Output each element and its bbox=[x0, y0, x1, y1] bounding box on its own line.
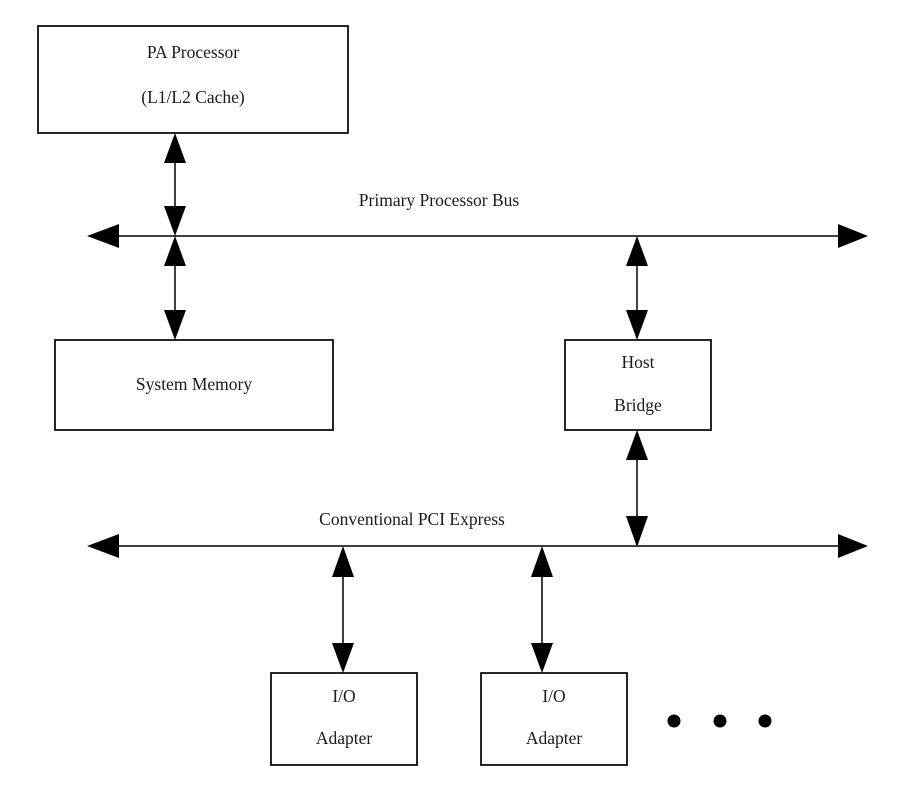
ellipsis-dot-2 bbox=[713, 714, 727, 728]
ellipsis-dot-1 bbox=[667, 714, 681, 728]
connector-pci-bus-to-io-adapter-1 bbox=[332, 546, 354, 673]
io-adapter-1-label-line1: I/O bbox=[332, 686, 355, 706]
system-memory-box[interactable] bbox=[54, 339, 334, 431]
arrow-head-up bbox=[626, 236, 648, 266]
arrow-head-down bbox=[531, 643, 553, 673]
primary-bus-arrow-left bbox=[87, 224, 119, 248]
pa-processor-label-line2: (L1/L2 Cache) bbox=[141, 87, 245, 107]
more-adapters-ellipsis bbox=[667, 714, 772, 728]
node-host-bridge[interactable]: Host Bridge bbox=[564, 339, 712, 431]
primary-processor-bus-label: Primary Processor Bus bbox=[359, 190, 520, 210]
arrow-head-down bbox=[164, 206, 186, 236]
pci-bus-arrow-left bbox=[87, 534, 119, 558]
system-memory-label: System Memory bbox=[136, 374, 252, 394]
ellipsis-dot-3 bbox=[758, 714, 772, 728]
arrow-head-down bbox=[626, 516, 648, 547]
connector-pci-bus-to-io-adapter-2 bbox=[531, 546, 553, 673]
pci-express-bus-label: Conventional PCI Express bbox=[319, 509, 505, 529]
node-pa-processor[interactable]: PA Processor (L1/L2 Cache) bbox=[37, 25, 349, 134]
connector-host-bridge-to-pci-bus bbox=[626, 430, 648, 547]
arrow-head-up bbox=[332, 546, 354, 577]
arrow-head-up bbox=[626, 430, 648, 460]
node-io-adapter-1[interactable]: I/O Adapter bbox=[270, 672, 418, 766]
host-bridge-label-line1: Host bbox=[621, 352, 654, 372]
node-system-memory[interactable]: System Memory bbox=[54, 339, 334, 431]
arrow-head-up bbox=[164, 236, 186, 266]
arrow-head-up bbox=[531, 546, 553, 577]
pci-bus-arrow-right bbox=[838, 534, 868, 558]
io-adapter-1-box[interactable] bbox=[270, 672, 418, 766]
bus-pci-express[interactable]: Conventional PCI Express bbox=[87, 509, 868, 558]
node-io-adapter-2[interactable]: I/O Adapter bbox=[480, 672, 628, 766]
io-adapter-2-box[interactable] bbox=[480, 672, 628, 766]
host-bridge-label-line2: Bridge bbox=[614, 395, 662, 415]
host-bridge-box[interactable] bbox=[564, 339, 712, 431]
arrow-head-up bbox=[164, 133, 186, 163]
connector-primary-bus-to-system-memory bbox=[164, 236, 186, 340]
arrow-head-down bbox=[626, 310, 648, 340]
primary-bus-arrow-right bbox=[838, 224, 868, 248]
connector-processor-to-primary-bus bbox=[164, 133, 186, 236]
io-adapter-2-label-line1: I/O bbox=[542, 686, 565, 706]
arrow-head-down bbox=[164, 310, 186, 340]
pa-processor-box[interactable] bbox=[37, 25, 349, 134]
bus-primary-processor[interactable]: Primary Processor Bus bbox=[87, 190, 868, 248]
arrow-head-down bbox=[332, 643, 354, 673]
io-adapter-1-label-line2: Adapter bbox=[316, 728, 373, 748]
connector-primary-bus-to-host-bridge bbox=[626, 236, 648, 340]
io-adapter-2-label-line2: Adapter bbox=[526, 728, 583, 748]
pa-processor-label-line1: PA Processor bbox=[147, 42, 239, 62]
